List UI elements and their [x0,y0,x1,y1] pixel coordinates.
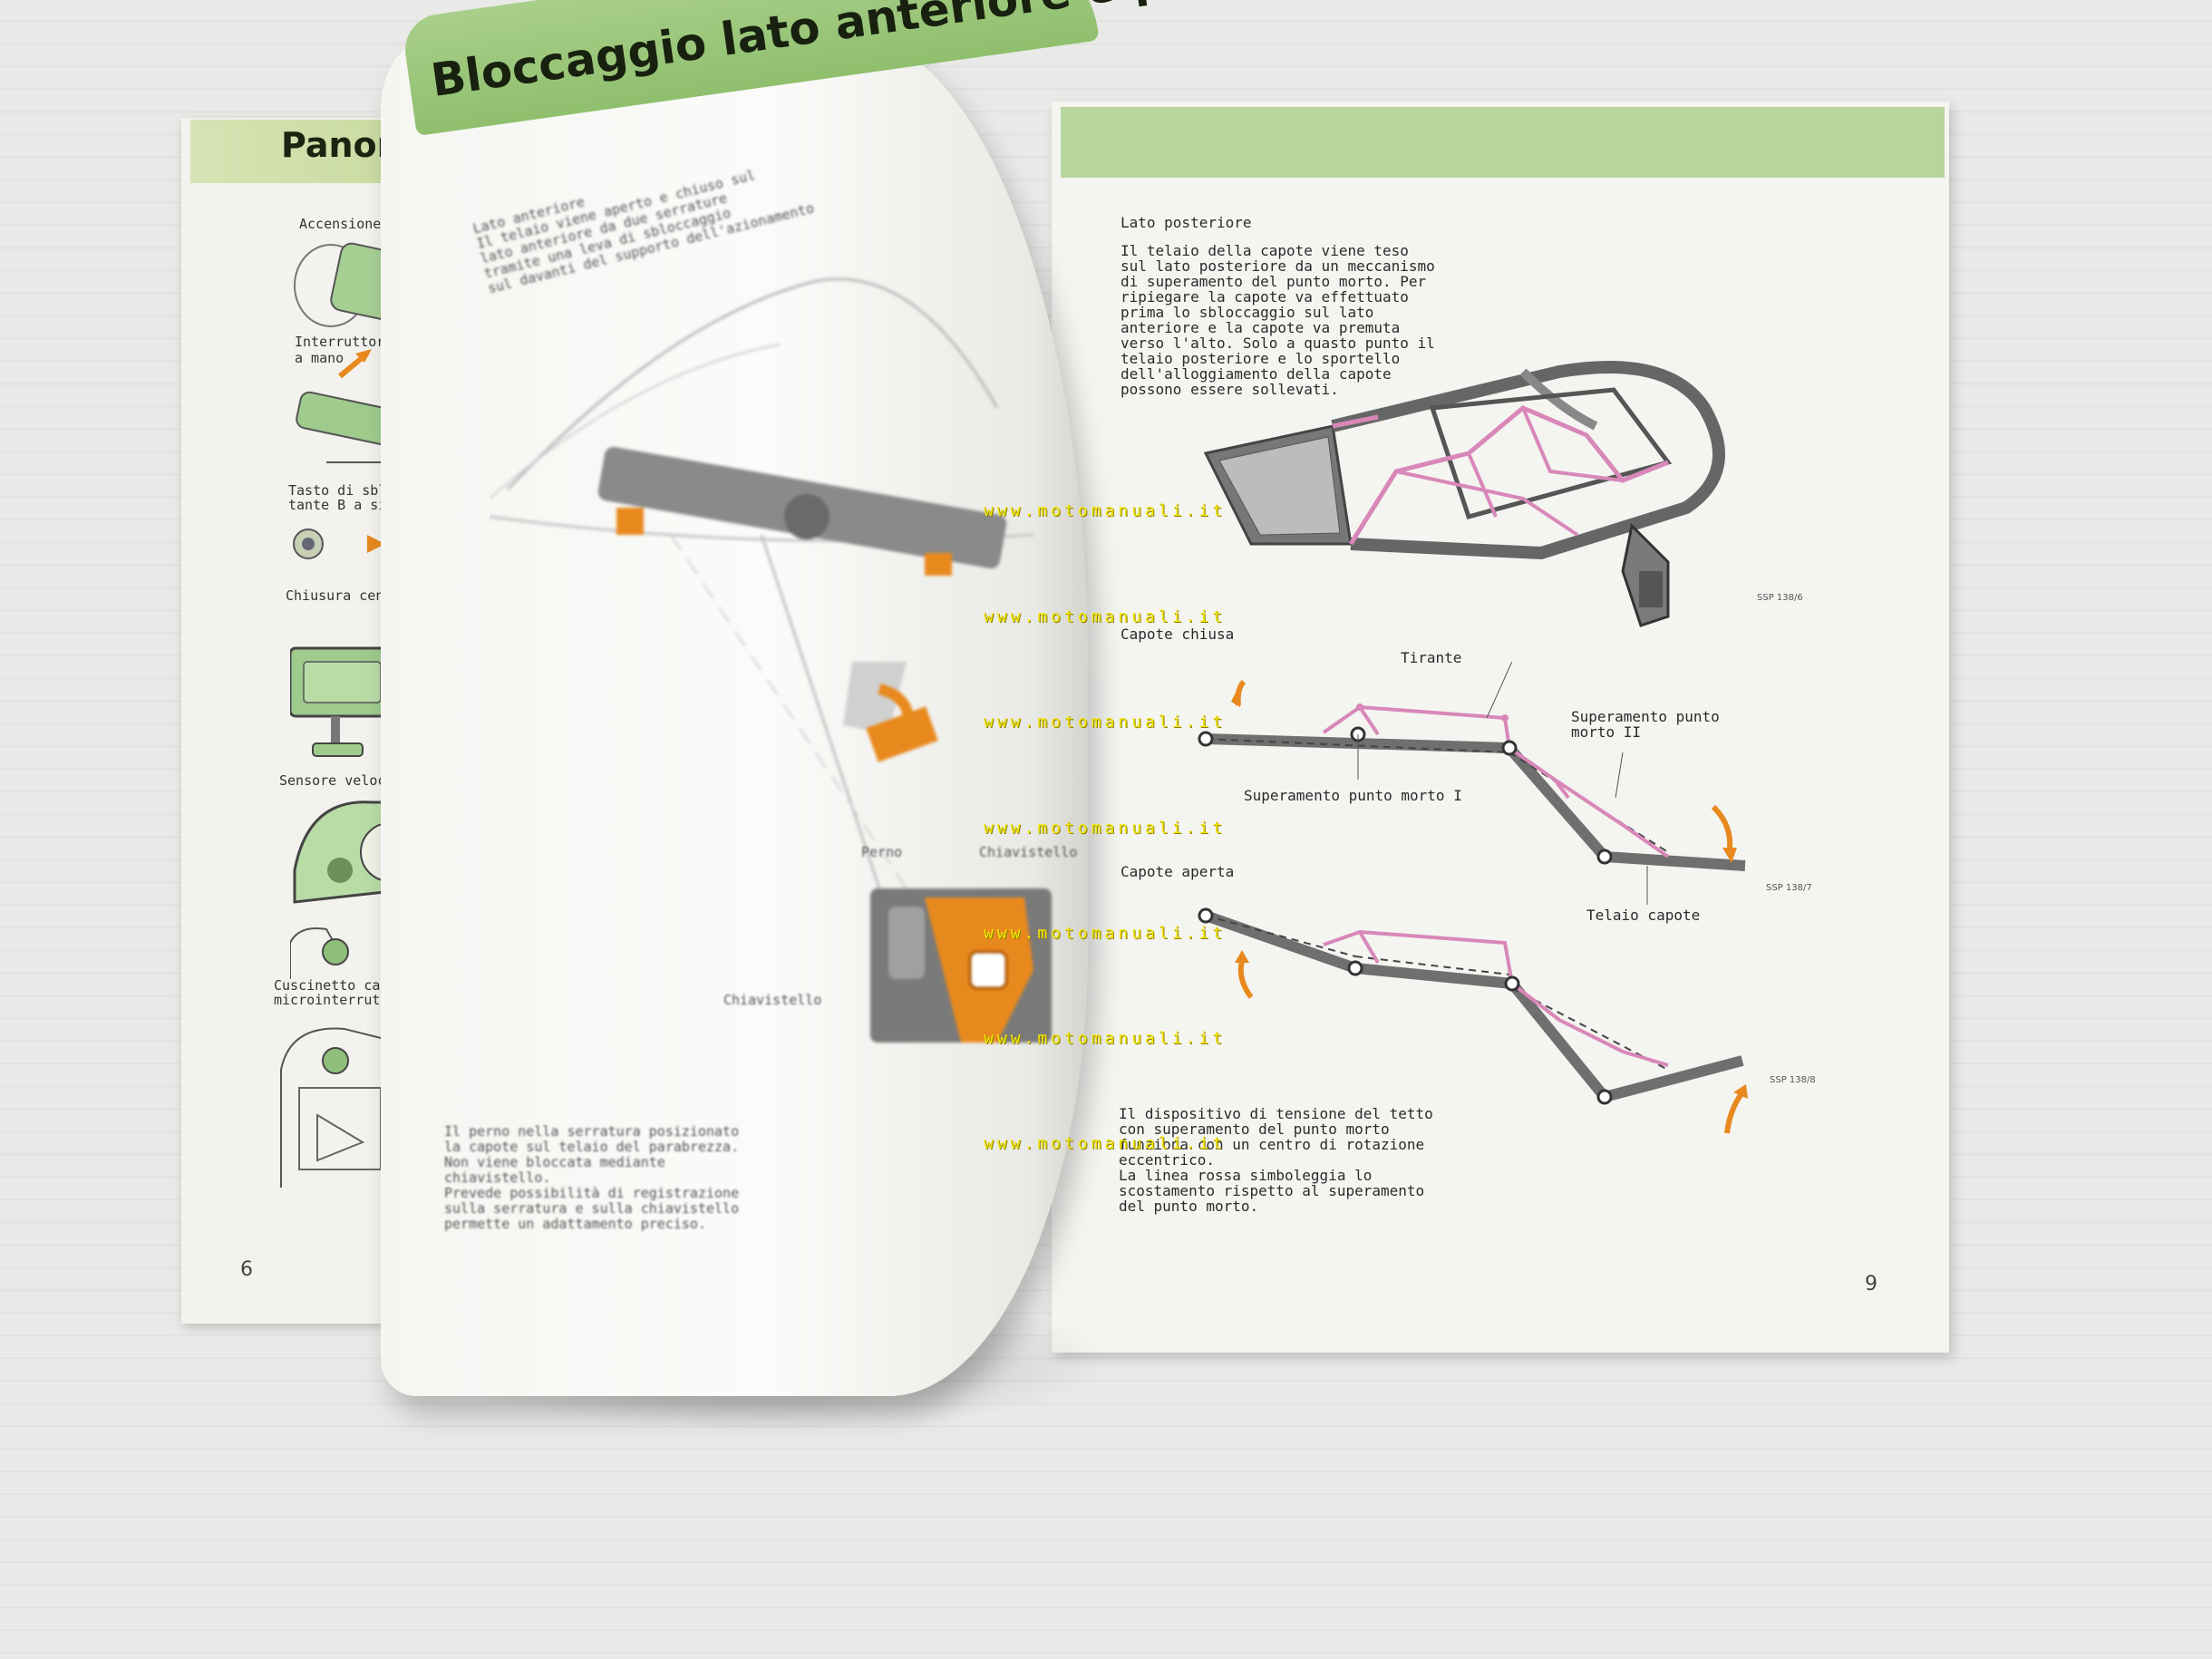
watermark-6: www.motomanuali.it [984,1029,1227,1048]
label-telaio-capote: Telaio capote [1586,907,1701,924]
right-page-green-band [1061,107,1945,178]
left-label-cuscinetto: Cuscinetto capo [274,977,397,994]
label-superamento-2: Superamento punto morto II [1571,708,1720,741]
label-superamento-1: Superamento punto morto I [1244,787,1462,804]
right-page [1052,102,1949,1353]
left-label-micro: microinterrutto [274,992,397,1008]
curled-label-perno: Perno [861,844,903,860]
watermark-7: www.motomanuali.it [984,1134,1227,1153]
watermark-2: www.motomanuali.it [984,607,1227,626]
capote-frame-3d-illustration [1203,361,1725,627]
ssp-label-bottom: SSP 138/8 [1770,1075,1816,1085]
left-page-number: 6 [240,1258,253,1281]
ssp-label-top: SSP 138/6 [1757,593,1803,603]
right-heading: Lato posteriore [1121,214,1252,231]
label-tirante: Tirante [1401,649,1462,666]
unlock-button-icon [293,529,417,559]
capote-open-diagram [1198,907,1748,1134]
central-lock-icon [290,646,396,757]
caption-capote-aperta: Capote aperta [1121,863,1235,880]
left-label-tasto: Tasto di sblocc [288,482,412,499]
curled-label-chiavistello-side: Chiavistello [723,992,822,1008]
cushion-switch-drawing [280,1027,400,1188]
capote-closed-diagram [1198,662,1746,905]
right-paragraph: Il telaio della capote viene teso sul la… [1121,242,1435,398]
caption-capote-chiusa: Capote chiusa [1121,626,1235,643]
ssp-label-mid: SSP 138/7 [1766,883,1812,893]
right-page-number: 9 [1865,1273,1877,1295]
curled-page-illustration [490,277,1052,1043]
watermark-4: www.motomanuali.it [984,819,1227,838]
watermark-5: www.motomanuali.it [984,924,1227,943]
curled-label-chiavistello-top: Chiavistello [979,844,1078,860]
cushion-icon [290,927,349,979]
watermark-1: www.motomanuali.it [984,501,1227,520]
left-label-sensore: Sensore velocit [279,772,403,789]
watermark-3: www.motomanuali.it [984,713,1227,732]
curled-page [381,36,1088,1396]
curled-page-bottom-text: Il perno nella serratura posizionato la … [444,1123,740,1232]
left-label-a-mano: a mano [295,350,344,366]
right-footer-text: Il dispositivo di tensione del tetto con… [1119,1105,1433,1215]
